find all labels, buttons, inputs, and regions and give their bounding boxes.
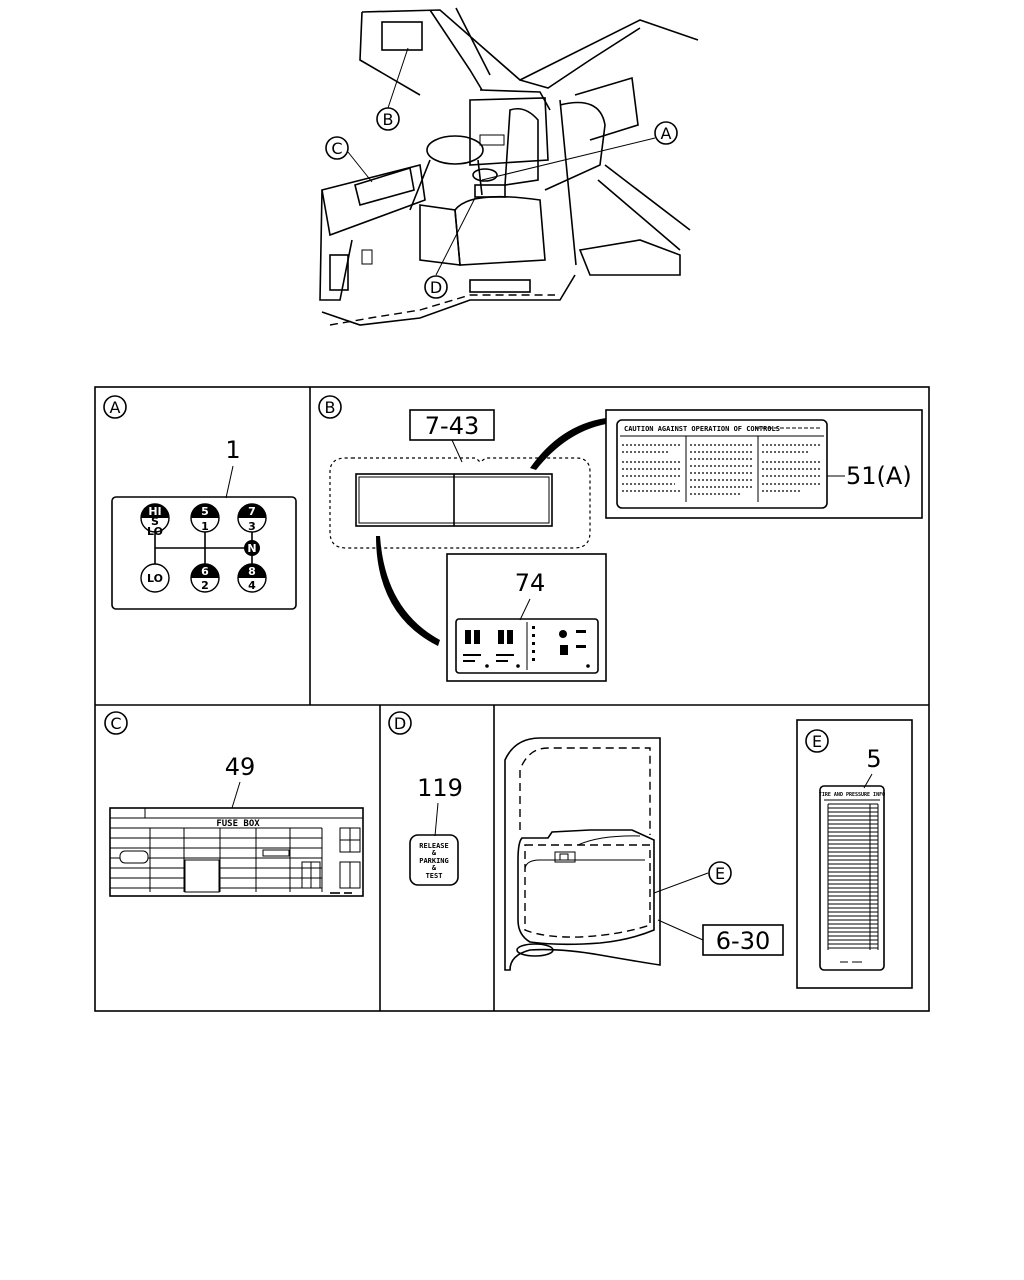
svg-text:&: & bbox=[432, 864, 437, 872]
shift-knob-6-2: 6 2 bbox=[190, 563, 220, 593]
panel-c-label: C bbox=[110, 714, 121, 733]
part-number-74: 74 bbox=[515, 569, 546, 597]
svg-text:LO: LO bbox=[147, 572, 163, 585]
tire-plate-rows bbox=[827, 803, 879, 950]
shift-knob-5-1: 5 1 bbox=[190, 503, 220, 533]
svg-text:TEST: TEST bbox=[426, 872, 443, 880]
part-number-51a: 51(A) bbox=[846, 462, 912, 490]
door-callout-e: E bbox=[715, 864, 725, 883]
panel-e: E 5 TIRE AND PRESSURE INFO bbox=[796, 719, 913, 989]
shift-pattern-plate bbox=[111, 496, 297, 610]
svg-text:RELEASE: RELEASE bbox=[419, 842, 449, 850]
svg-text:FUSE BOX: FUSE BOX bbox=[216, 819, 260, 829]
part-number-1: 1 bbox=[225, 436, 240, 464]
shift-knob-7-3: 7 3 bbox=[237, 503, 267, 533]
overview-callout-c: C bbox=[325, 136, 349, 160]
panel-c: C 49 FUSE BOX bbox=[104, 711, 364, 897]
svg-text:6: 6 bbox=[201, 565, 209, 578]
overview-callout-b: B bbox=[376, 107, 400, 131]
part-number-7-43: 7-43 bbox=[425, 412, 479, 440]
svg-text:B: B bbox=[383, 110, 394, 129]
panel-b: B 7-43 CAUTION AGAINST OPERATION OF CONT… bbox=[318, 395, 923, 682]
svg-text:5: 5 bbox=[201, 505, 209, 518]
shift-neutral-n: N bbox=[244, 540, 260, 556]
svg-text:TIRE AND PRESSURE INFO: TIRE AND PRESSURE INFO bbox=[819, 792, 885, 798]
panel-a: A 1 HI S LO 5 1 7 3 N bbox=[103, 395, 297, 610]
svg-text:A: A bbox=[661, 124, 672, 143]
tire-pressure-plate bbox=[819, 785, 885, 971]
overview-callout-d: D bbox=[424, 275, 448, 299]
panel-d-label: D bbox=[394, 714, 406, 733]
part-number-5: 5 bbox=[866, 745, 881, 773]
part-number-119: 119 bbox=[417, 774, 463, 802]
panel-b-label: B bbox=[325, 398, 336, 417]
svg-text:S: S bbox=[151, 515, 159, 528]
svg-text:1: 1 bbox=[201, 520, 209, 533]
panel-a-label: A bbox=[110, 398, 121, 417]
svg-text:&: & bbox=[432, 849, 437, 857]
svg-text:2: 2 bbox=[201, 579, 209, 592]
seat-decal bbox=[455, 618, 599, 674]
part-number-49: 49 bbox=[225, 753, 256, 781]
svg-text:HI: HI bbox=[148, 505, 161, 518]
svg-text:3: 3 bbox=[248, 520, 256, 533]
fuse-box-label bbox=[109, 807, 364, 897]
svg-text:N: N bbox=[247, 542, 256, 555]
panel-e-label: E bbox=[812, 732, 822, 751]
shift-knob-lo: LO bbox=[140, 563, 170, 593]
door-panel: E 6-30 bbox=[504, 737, 784, 971]
svg-text:8: 8 bbox=[248, 565, 256, 578]
sun-visor bbox=[329, 457, 591, 549]
svg-text:4: 4 bbox=[248, 579, 256, 592]
svg-text:LO: LO bbox=[147, 525, 163, 538]
part-number-6-30: 6-30 bbox=[716, 927, 770, 955]
panel-d: D 119 RELEASE & PARKING & TEST bbox=[388, 711, 463, 886]
shift-knob-8-4: 8 4 bbox=[237, 563, 267, 593]
svg-text:D: D bbox=[430, 278, 442, 297]
overview-callout-a: A bbox=[654, 121, 678, 145]
caution-label bbox=[616, 419, 828, 509]
shift-knob-hi-s-lo: HI S LO bbox=[140, 503, 170, 538]
svg-text:PARKING: PARKING bbox=[419, 857, 449, 865]
detail-grid bbox=[94, 386, 930, 1012]
svg-text:C: C bbox=[331, 139, 342, 158]
svg-text:CAUTION AGAINST OPERATION OF C: CAUTION AGAINST OPERATION OF CONTROLS bbox=[624, 425, 780, 433]
parking-brake-plate bbox=[409, 834, 459, 886]
cab-interior-overview bbox=[319, 7, 699, 326]
svg-text:7: 7 bbox=[248, 505, 256, 518]
